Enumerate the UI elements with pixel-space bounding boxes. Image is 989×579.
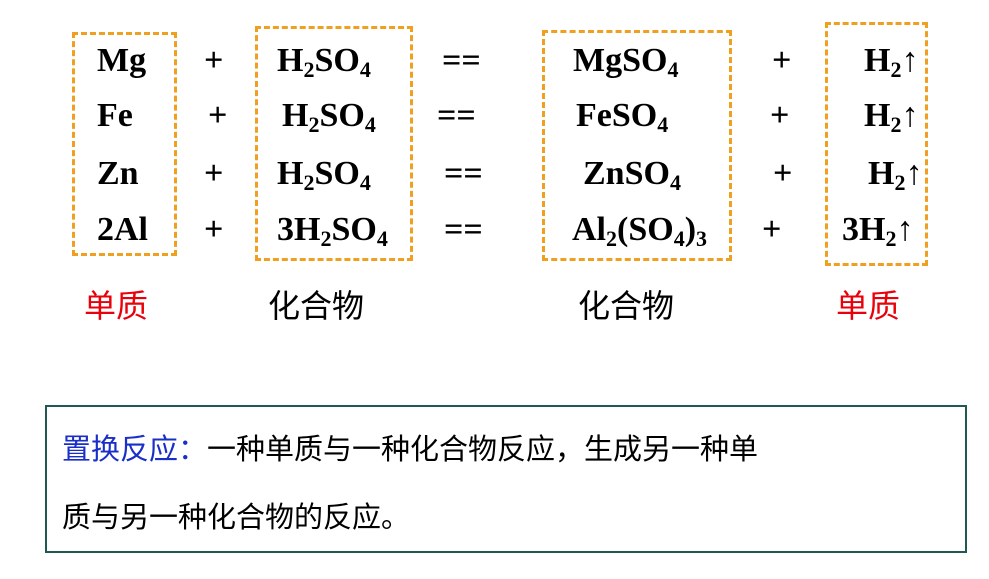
definition-box: 置换反应：一种单质与一种化合物反应，生成另一种单 质与另一种化合物的反应。: [45, 405, 967, 553]
up-arrow-icon: ↑: [896, 211, 914, 248]
up-arrow-icon: ↑: [901, 42, 919, 79]
row3-plus-1: +: [204, 155, 224, 192]
definition-text-1: 一种单质与一种化合物反应，生成另一种单: [207, 432, 759, 466]
row4-acid: 3H2SO4: [277, 211, 388, 251]
acid-reactant-box: [255, 26, 413, 261]
row2-element: Fe: [97, 97, 133, 134]
label-reactant-element: 单质: [84, 287, 149, 325]
row4-element: 2Al: [97, 211, 148, 248]
row1-element: Mg: [97, 42, 147, 79]
row1-equals: ==: [442, 42, 481, 79]
up-arrow-icon: ↑: [901, 97, 919, 134]
row3-gas: H2↑: [868, 155, 923, 195]
row3-acid: H2SO4: [277, 155, 371, 195]
row2-salt: FeSO4: [576, 97, 669, 137]
row3-equals: ==: [444, 155, 483, 192]
row3-salt: ZnSO4: [583, 155, 681, 195]
row3-plus-2: +: [773, 155, 793, 192]
row4-plus-1: +: [204, 211, 224, 248]
up-arrow-icon: ↑: [905, 155, 923, 192]
label-reactant-compound: 化合物: [268, 287, 365, 325]
row1-plus-2: +: [772, 42, 792, 79]
gas-product-box: [825, 22, 928, 266]
row3-element: Zn: [97, 155, 139, 192]
row4-salt: Al2(SO4)3: [572, 211, 708, 251]
label-product-compound: 化合物: [578, 287, 675, 325]
element-reactant-box: [72, 32, 177, 256]
definition-term: 置换反应：: [62, 432, 208, 466]
row4-plus-2: +: [762, 211, 782, 248]
definition-line-1: 置换反应：一种单质与一种化合物反应，生成另一种单: [62, 435, 758, 464]
salt-product-box: [542, 30, 732, 261]
row2-plus-1: +: [208, 97, 228, 134]
row4-gas: 3H2↑: [842, 211, 914, 251]
row1-acid: H2SO4: [277, 42, 371, 82]
row2-equals: ==: [437, 97, 476, 134]
row1-salt: MgSO4: [573, 42, 679, 82]
row2-gas: H2↑: [864, 97, 919, 137]
row4-equals: ==: [444, 211, 483, 248]
row2-plus-2: +: [770, 97, 790, 134]
row1-gas: H2↑: [864, 42, 919, 82]
definition-text-2: 质与另一种化合物的反应。: [62, 500, 411, 534]
row1-plus-1: +: [204, 42, 224, 79]
definition-line-2: 质与另一种化合物的反应。: [62, 503, 410, 532]
label-product-element: 单质: [836, 287, 901, 325]
row2-acid: H2SO4: [282, 97, 376, 137]
